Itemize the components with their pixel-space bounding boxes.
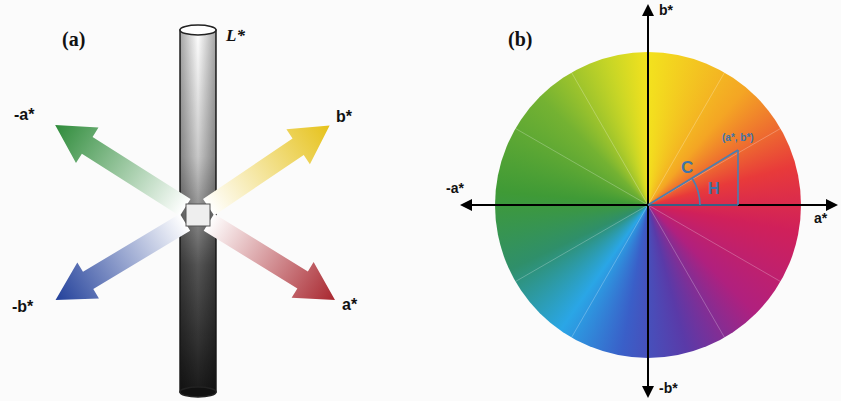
hue-label: H xyxy=(708,180,720,198)
coordinate-label: (a*, b*) xyxy=(722,132,754,143)
panel-letter: (b) xyxy=(508,28,532,51)
axis-label: L* xyxy=(226,26,245,46)
axis-label: -b* xyxy=(659,380,678,396)
axis-label: -b* xyxy=(12,298,33,316)
axis-label: b* xyxy=(336,108,352,126)
axis-label: -a* xyxy=(14,106,34,124)
axis-label: b* xyxy=(659,2,673,18)
chroma-label: C xyxy=(681,158,693,178)
axis-label: -a* xyxy=(446,180,464,196)
axis-label: a* xyxy=(342,296,357,314)
axis-label: a* xyxy=(814,210,827,226)
panel-letter: (a) xyxy=(62,28,85,51)
